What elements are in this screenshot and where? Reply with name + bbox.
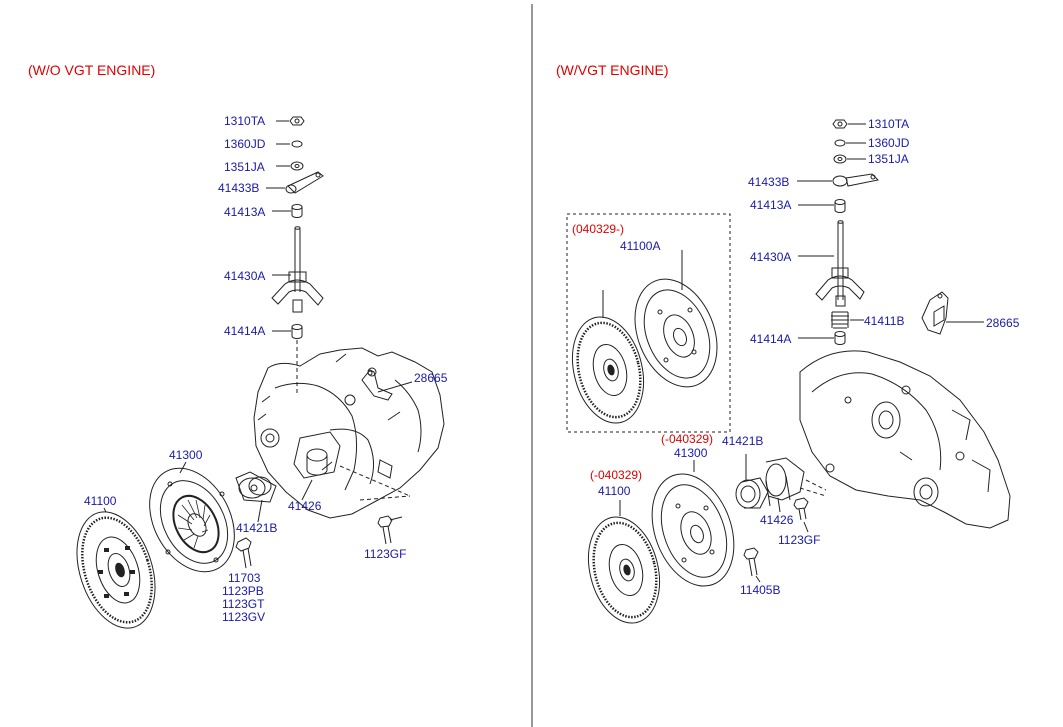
left-bracket-28665-icon [361, 369, 413, 401]
left-nut-1310ta-icon [289, 116, 305, 126]
right-label-41430a: 41430A [750, 250, 792, 264]
right-clutch-cover-41100a-icon [634, 250, 718, 388]
right-bolt-1123gf-icon [793, 497, 809, 533]
right-label-41426: 41426 [760, 513, 794, 527]
right-label-41413a: 41413A [750, 198, 792, 212]
left-label-1123gv: 1123GV [222, 610, 266, 624]
left-label-1351ja: 1351JA [224, 160, 265, 174]
right-washer-1351ja-icon [833, 154, 866, 164]
left-label-1123gt: 1123GT [222, 597, 265, 611]
left-guide-41426-icon [293, 431, 411, 501]
left-label-1360jd: 1360JD [224, 137, 266, 151]
right-note-clutch-disc-variant: (-040329) [590, 468, 643, 482]
right-lever-41433b-icon [797, 173, 880, 187]
right-label-41100: 41100 [598, 484, 631, 498]
right-label-41414a: 41414A [750, 332, 792, 346]
right-label-11405b: 11405B [740, 583, 781, 597]
left-label-41430a: 41430A [224, 269, 266, 283]
right-label-28665: 28665 [986, 316, 1020, 330]
left-label-11703: 11703 [228, 571, 261, 585]
left-label-41300: 41300 [169, 448, 203, 462]
left-label-41414a: 41414A [224, 324, 266, 338]
left-transmission-case-icon [253, 347, 445, 519]
left-lever-41433b-icon [285, 171, 324, 194]
left-label-41100: 41100 [84, 494, 117, 508]
right-label-1310ta: 1310TA [868, 117, 910, 131]
left-bush-41414a-icon [291, 324, 303, 339]
left-panel-title: (W/O VGT ENGINE) [28, 62, 156, 78]
left-bearing-41421b-icon [235, 471, 277, 523]
right-nut-1310ta-icon [832, 119, 866, 129]
left-label-1123pb: 1123PB [222, 584, 264, 598]
right-guide-41426-icon [765, 457, 827, 513]
left-bolt-1123gf-icon [377, 515, 403, 545]
left-label-28665: 28665 [414, 371, 448, 385]
left-label-41426: 41426 [288, 499, 322, 513]
right-washer-1360jd-icon [834, 139, 866, 147]
right-label-1360jd: 1360JD [868, 136, 910, 150]
left-washer-1351ja-icon [290, 161, 304, 171]
right-panel-title: (W/VGT ENGINE) [556, 62, 669, 78]
right-clutch-disc-41100-icon [588, 500, 660, 624]
right-bolt-11405b-icon [743, 547, 761, 583]
left-bolt-11703-icon [235, 537, 252, 569]
right-label-41421b: 41421B [722, 434, 764, 448]
right-label-1351ja: 1351JA [868, 152, 909, 166]
right-label-41100a: 41100A [620, 239, 661, 253]
right-bearing-41421b-icon [735, 454, 769, 509]
right-bush-41413a-icon [798, 199, 846, 213]
right-note-clutch-cover-variant: (-040329) [661, 432, 714, 446]
right-label-41411b: 41411B [864, 314, 905, 328]
right-label-41433b: 41433B [748, 175, 790, 189]
right-label-41300: 41300 [674, 446, 708, 460]
left-label-1310ta: 1310TA [224, 114, 266, 128]
right-clutch-cover-41300-icon [651, 460, 735, 587]
right-shaft-fork-41430a-icon [798, 220, 865, 307]
left-leader-lines [266, 120, 291, 332]
right-bush-41414a-icon [798, 331, 846, 345]
left-label-1123gf: 1123GF [364, 547, 407, 561]
left-label-41421b: 41421B [236, 521, 278, 535]
right-note-box-variant: (040329-) [572, 222, 625, 236]
right-spring-41411b-icon [831, 311, 864, 329]
right-label-1123gf: 1123GF [778, 533, 821, 547]
left-label-41413a: 41413A [224, 205, 266, 219]
left-bush-41413a-icon [291, 204, 303, 218]
right-clutch-disc-boxed-icon [572, 290, 644, 424]
right-transmission-case-icon [799, 350, 1011, 529]
right-bracket-28665-icon [921, 291, 984, 335]
left-assembly [76, 116, 445, 629]
left-washer-1360jd-icon [291, 140, 303, 148]
right-assembly [566, 119, 1011, 624]
left-clutch-disc-41100-icon [76, 507, 156, 629]
left-shaft-fork-41430a-icon [271, 226, 324, 313]
left-label-41433b: 41433B [218, 181, 260, 195]
left-clutch-cover-41300-icon [149, 461, 235, 573]
right-variant-box [566, 213, 731, 433]
